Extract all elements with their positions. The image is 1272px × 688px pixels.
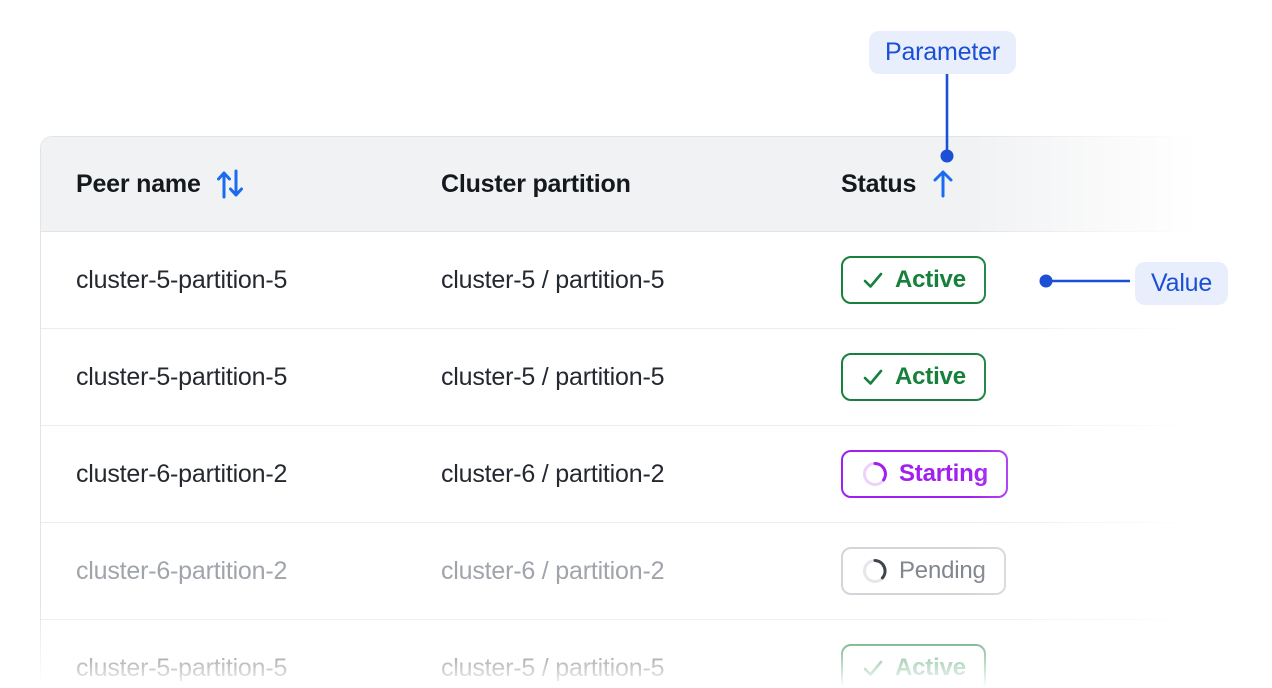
check-icon	[863, 272, 883, 288]
cell-cluster-partition: cluster-5 / partition-5	[441, 653, 665, 682]
status-badge-label: Active	[895, 654, 966, 681]
table-row[interactable]: cluster-5-partition-5 cluster-5 / partit…	[41, 329, 1199, 426]
spinner-icon	[863, 559, 887, 583]
table-header-row: Peer name Cluster partition Status	[41, 137, 1199, 232]
table-row[interactable]: cluster-6-partition-2 cluster-6 / partit…	[41, 426, 1199, 523]
status-badge-label: Pending	[899, 557, 986, 584]
cell-peer-name: cluster-6-partition-2	[76, 459, 288, 488]
spinner-icon	[863, 462, 887, 486]
status-badge-starting: Starting	[841, 450, 1009, 498]
cell-status: Starting	[841, 450, 1199, 498]
column-header-cluster-partition[interactable]: Cluster partition	[441, 170, 841, 199]
cell-cluster-partition: cluster-5 / partition-5	[441, 265, 665, 294]
column-header-peer-name-label: Peer name	[76, 169, 201, 198]
cell-cluster-partition: cluster-6 / partition-2	[441, 556, 665, 585]
cell-cluster-partition: cluster-5 / partition-5	[441, 362, 665, 391]
cell-peer-name: cluster-5-partition-5	[76, 362, 288, 391]
peers-table: Peer name Cluster partition Status	[40, 136, 1200, 688]
column-header-status-label: Status	[841, 169, 917, 198]
cell-cluster-partition: cluster-6 / partition-2	[441, 459, 665, 488]
cell-status: Active	[841, 256, 1199, 304]
annotation-label-parameter: Parameter	[869, 31, 1016, 74]
status-badge-label: Active	[895, 363, 966, 390]
cell-peer-name: cluster-5-partition-5	[76, 653, 288, 682]
status-badge-active: Active	[841, 644, 986, 688]
table-row[interactable]: cluster-5-partition-5 cluster-5 / partit…	[41, 620, 1199, 688]
status-badge-label: Active	[895, 266, 966, 293]
cell-peer-name: cluster-6-partition-2	[76, 556, 288, 585]
table-row[interactable]: cluster-5-partition-5 cluster-5 / partit…	[41, 232, 1199, 329]
column-header-peer-name[interactable]: Peer name	[41, 167, 441, 201]
status-badge-pending: Pending	[841, 547, 1006, 595]
status-badge-active: Active	[841, 256, 986, 304]
status-badge-label: Starting	[899, 460, 989, 487]
cell-peer-name: cluster-5-partition-5	[76, 265, 288, 294]
cell-status: Pending	[841, 547, 1199, 595]
sort-up-down-icon[interactable]	[215, 167, 245, 201]
column-header-status[interactable]: Status	[841, 169, 1199, 199]
cell-status: Active	[841, 644, 1199, 688]
column-header-cluster-partition-label: Cluster partition	[441, 169, 631, 198]
cell-status: Active	[841, 353, 1199, 401]
table-row[interactable]: cluster-6-partition-2 cluster-6 / partit…	[41, 523, 1199, 620]
check-icon	[863, 369, 883, 385]
sort-up-icon[interactable]	[930, 169, 956, 199]
status-badge-active: Active	[841, 353, 986, 401]
peers-table-container: Peer name Cluster partition Status	[40, 136, 1272, 688]
check-icon	[863, 660, 883, 676]
